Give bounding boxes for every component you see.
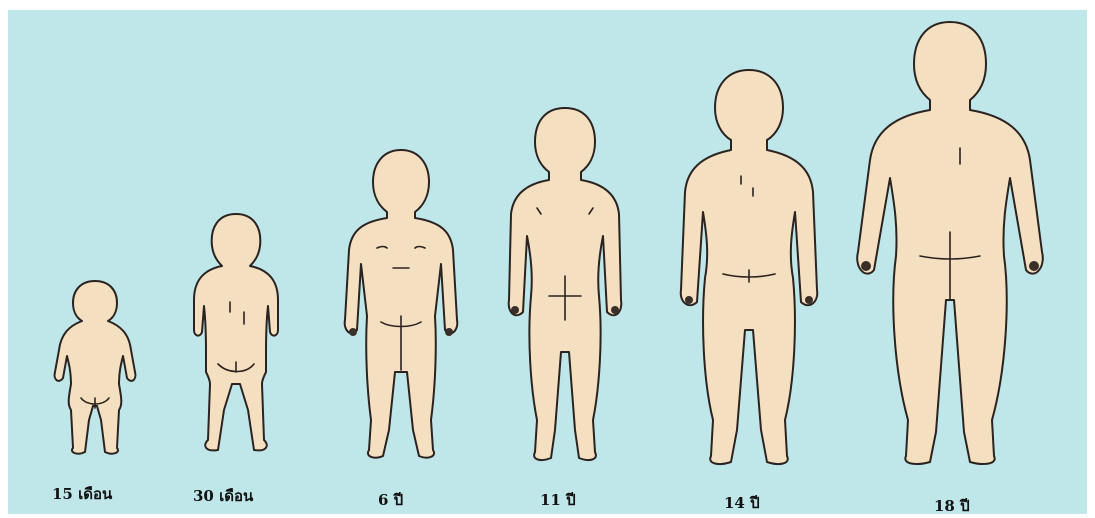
label-6-years: 6 ปี [378, 488, 403, 512]
label-14-years: 14 ปี [724, 491, 760, 515]
figure-11-years [509, 108, 622, 460]
figure-14-years [681, 70, 818, 464]
label-18-years: 18 ปี [934, 494, 970, 518]
figure-30-months [194, 214, 278, 450]
label-30-months: 30 เดือน [193, 484, 253, 508]
figure-18-years [857, 22, 1043, 464]
figure-15-months [55, 281, 136, 454]
label-15-months: 15 เดือน [52, 482, 112, 506]
label-11-years: 11 ปี [540, 488, 576, 512]
figure-6-years [345, 150, 458, 458]
